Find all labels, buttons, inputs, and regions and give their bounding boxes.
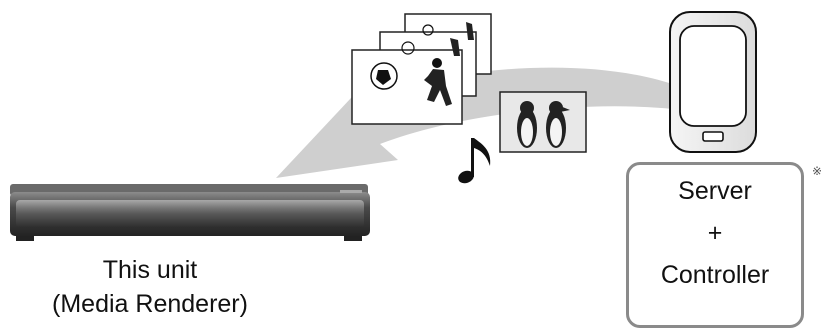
controller-label: Controller <box>660 261 770 289</box>
server-label: Server <box>678 177 752 205</box>
smartphone-icon <box>669 11 757 153</box>
device-label-line2: (Media Renderer) <box>52 290 248 318</box>
photo-stack-icon <box>351 13 492 125</box>
blu-ray-player-icon <box>10 184 370 241</box>
device-label-line1: This unit <box>102 256 198 284</box>
plus-label: + <box>707 219 723 247</box>
curved-arrow-icon <box>276 67 682 178</box>
note-mark: ※ <box>812 164 823 178</box>
penguin-photo-icon <box>499 91 587 153</box>
music-note-icon <box>458 138 491 184</box>
server-controller-box: Server + Controller <box>626 162 804 328</box>
